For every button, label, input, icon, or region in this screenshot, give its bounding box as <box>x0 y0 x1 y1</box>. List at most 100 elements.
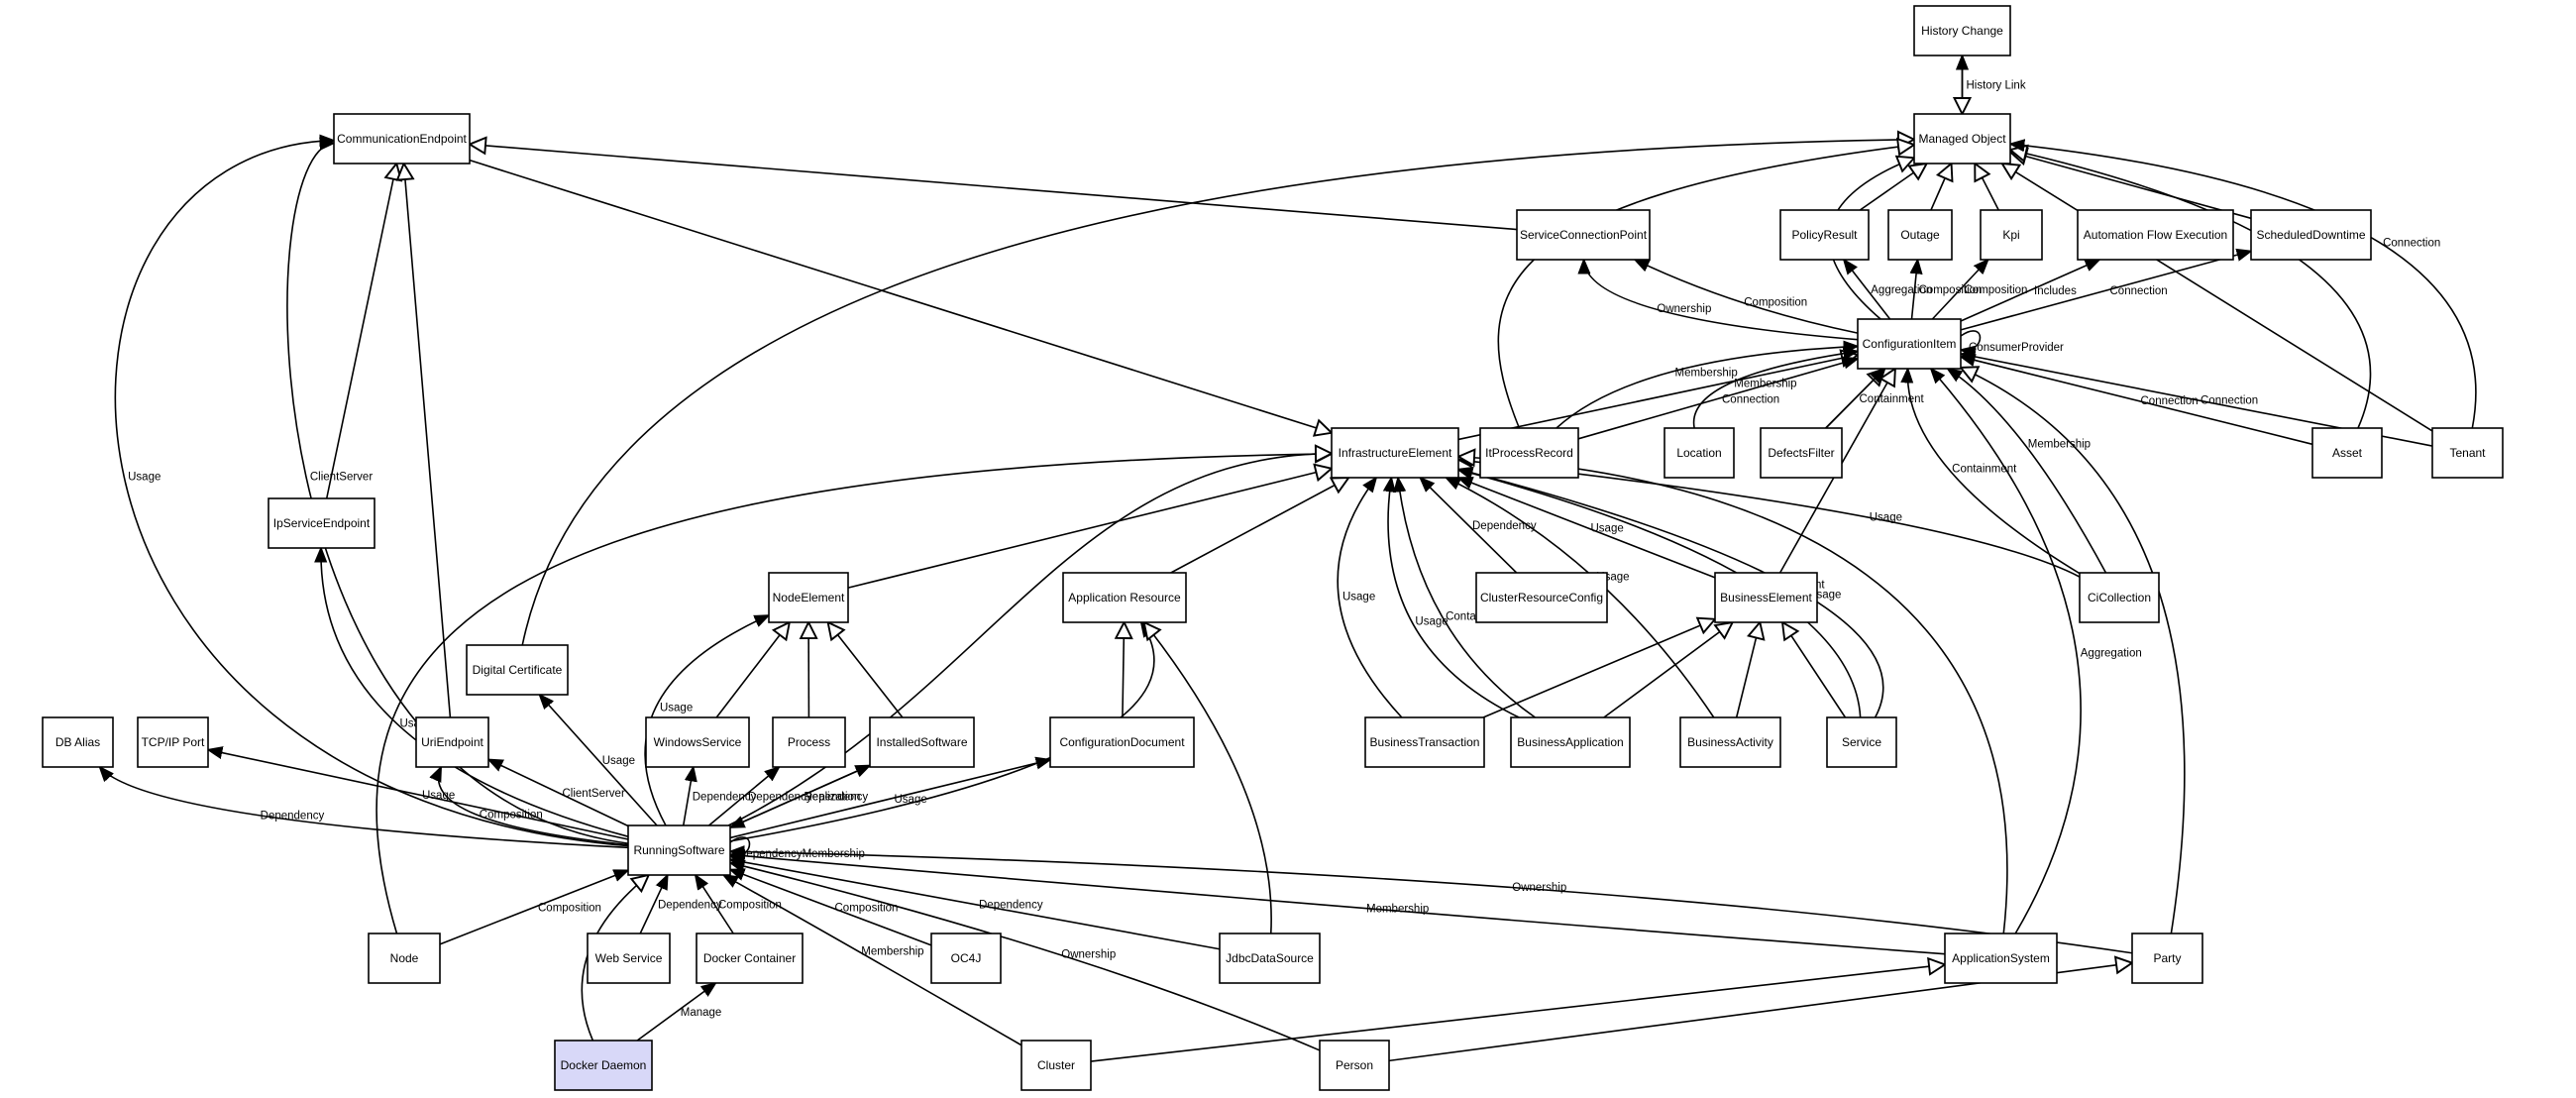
edge-label: Composition <box>1744 297 1807 309</box>
node-party[interactable]: Party <box>2131 933 2203 984</box>
node-label: BusinessApplication <box>1517 735 1623 749</box>
node-cluster[interactable]: Cluster <box>1020 1040 1092 1091</box>
node-location[interactable]: Location <box>1664 427 1735 479</box>
node-label: ApplicationSystem <box>1952 951 2050 965</box>
node-label: ItProcessRecord <box>1485 446 1573 460</box>
node-jdbc-data-source[interactable]: JdbcDataSource <box>1219 933 1321 984</box>
edge-label: Usage <box>1415 616 1448 628</box>
node-it-process-record[interactable]: ItProcessRecord <box>1479 427 1579 479</box>
edge-policy-result-to-managed-object <box>1859 164 1926 211</box>
node-process[interactable]: Process <box>772 716 846 768</box>
node-outage[interactable]: Outage <box>1887 209 1953 261</box>
node-box <box>2311 427 2383 479</box>
edge-configuration-item-to-configuration-item <box>1961 330 1982 350</box>
node-box <box>1913 113 2011 165</box>
node-business-element[interactable]: BusinessElement <box>1714 572 1818 623</box>
edge-node-to-running-software <box>439 870 628 945</box>
edge-label: Dependency <box>658 900 722 912</box>
node-policy-result[interactable]: PolicyResult <box>1779 209 1870 261</box>
edge-installed-software-to-running-software <box>730 764 871 827</box>
node-asset[interactable]: Asset <box>2311 427 2383 479</box>
node-label: PolicyResult <box>1791 228 1858 242</box>
node-running-software[interactable]: RunningSoftware <box>627 824 731 876</box>
edge-application-system-to-configuration-item <box>1931 369 2082 934</box>
node-automation-flow-execution[interactable]: Automation Flow Execution <box>2077 209 2234 261</box>
edge-service-to-business-element <box>1782 622 1847 718</box>
edge-running-software-to-digital-certificate <box>539 695 658 826</box>
node-cluster-resource-config[interactable]: ClusterResourceConfig <box>1475 572 1608 623</box>
edge-application-system-to-running-software <box>730 854 1946 955</box>
edge-windows-service-to-node-element <box>715 622 790 718</box>
edge-running-software-to-tcpip-port <box>208 750 629 840</box>
node-oc4j[interactable]: OC4J <box>930 933 1002 984</box>
node-box <box>1826 716 1897 768</box>
edge-label: Connection <box>2110 285 2168 297</box>
node-label: WindowsService <box>654 735 742 749</box>
node-business-activity[interactable]: BusinessActivity <box>1679 716 1781 768</box>
edge-configuration-item-to-kpi <box>1931 260 1987 320</box>
edge-configuration-item-to-scheduled-downtime <box>1960 251 2251 331</box>
node-application-system[interactable]: ApplicationSystem <box>1944 933 2058 984</box>
node-label: Docker Container <box>703 951 796 965</box>
edge-label: Composition <box>1965 284 2028 296</box>
node-application-resource[interactable]: Application Resource <box>1062 572 1187 623</box>
edge-installed-software-to-node-element <box>828 622 904 718</box>
node-label: Location <box>1676 446 1721 460</box>
node-managed-object[interactable]: Managed Object <box>1913 113 2011 165</box>
node-db-alias[interactable]: DB Alias <box>42 716 114 768</box>
edge-application-resource-to-infrastructure-element <box>1170 478 1349 574</box>
node-business-transaction[interactable]: BusinessTransaction <box>1364 716 1485 768</box>
node-windows-service[interactable]: WindowsService <box>645 716 750 768</box>
node-service[interactable]: Service <box>1826 716 1897 768</box>
node-uri-endpoint[interactable]: UriEndpoint <box>415 716 489 768</box>
edge-label: Composition <box>1919 284 1983 296</box>
node-digital-certificate[interactable]: Digital Certificate <box>466 644 569 696</box>
node-box <box>1319 1040 1390 1091</box>
edge-label: Aggregation <box>2081 648 2142 660</box>
edge-label: ClientServer <box>563 788 625 800</box>
node-configuration-item[interactable]: ConfigurationItem <box>1857 318 1962 370</box>
edge-label: Connection <box>1722 393 1779 405</box>
edge-jdbc-data-source-to-application-resource <box>1144 622 1272 934</box>
node-kpi[interactable]: Kpi <box>1980 209 2043 261</box>
edge-label: Ownership <box>1512 882 1566 894</box>
node-defects-filter[interactable]: DefectsFilter <box>1760 427 1843 479</box>
edge-ci-collection-to-configuration-item <box>1907 369 2081 575</box>
edge-person-to-running-software <box>730 863 1321 1051</box>
edge-label: Connection <box>2200 395 2258 407</box>
edge-party-to-running-software <box>730 851 2133 954</box>
edge-label: Usage <box>660 702 693 714</box>
edge-node-to-infrastructure-element <box>376 454 1332 934</box>
edge-it-process-record-to-configuration-item <box>1556 346 1858 429</box>
node-history-change[interactable]: History Change <box>1913 5 2011 56</box>
edge-running-software-to-communication-endpoint <box>286 143 629 844</box>
node-person[interactable]: Person <box>1319 1040 1390 1091</box>
edge-scheduled-downtime-to-managed-object <box>2010 152 2252 220</box>
edge-asset-to-configuration-item <box>1961 357 2313 446</box>
node-node[interactable]: Node <box>368 933 441 984</box>
node-configuration-document[interactable]: ConfigurationDocument <box>1049 716 1195 768</box>
node-installed-software[interactable]: InstalledSoftware <box>869 716 975 768</box>
edge-cluster-to-application-system <box>1090 964 1945 1062</box>
node-communication-endpoint[interactable]: CommunicationEndpoint <box>333 113 471 165</box>
node-label: InstalledSoftware <box>876 735 967 749</box>
node-docker-daemon[interactable]: Docker Daemon <box>554 1040 653 1091</box>
node-label: History Change <box>1921 24 2003 38</box>
node-ci-collection[interactable]: CiCollection <box>2079 572 2160 623</box>
node-tcpip-port[interactable]: TCP/IP Port <box>137 716 209 768</box>
node-web-service[interactable]: Web Service <box>587 933 671 984</box>
node-tenant[interactable]: Tenant <box>2431 427 2504 479</box>
node-infrastructure-element[interactable]: InfrastructureElement <box>1331 427 1459 479</box>
node-box <box>554 1040 653 1091</box>
node-box <box>1364 716 1485 768</box>
node-scheduled-downtime[interactable]: ScheduledDowntime <box>2250 209 2372 261</box>
node-business-application[interactable]: BusinessApplication <box>1510 716 1631 768</box>
node-ip-service-endpoint[interactable]: IpServiceEndpoint <box>268 497 376 549</box>
edge-label: Ownership <box>1061 949 1116 961</box>
node-service-connection-point[interactable]: ServiceConnectionPoint <box>1516 209 1651 261</box>
edge-running-software-to-db-alias <box>100 767 629 849</box>
node-box <box>1049 716 1195 768</box>
node-docker-container[interactable]: Docker Container <box>696 933 804 984</box>
node-node-element[interactable]: NodeElement <box>768 572 849 623</box>
